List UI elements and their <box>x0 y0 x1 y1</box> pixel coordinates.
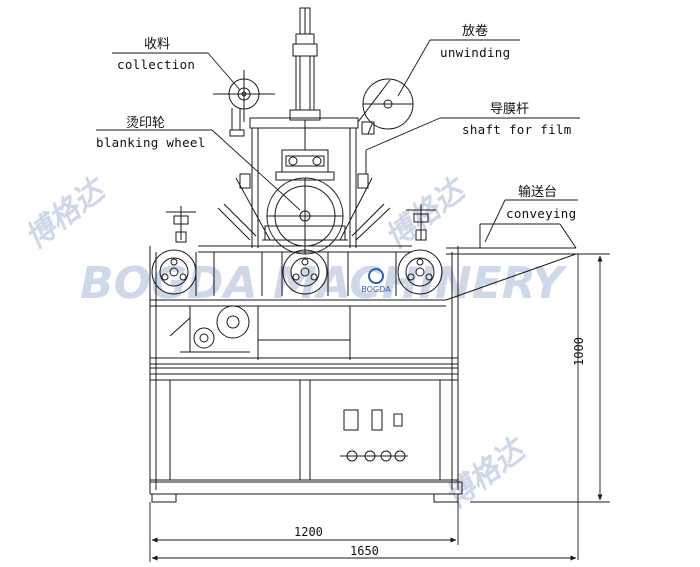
roller-right <box>397 249 443 295</box>
bogda-logo-watermark: BOGDA <box>356 268 396 298</box>
label-conveying-en: conveying <box>506 206 577 221</box>
label-shaft-en: shaft for film <box>462 122 572 137</box>
conveying-table <box>445 223 577 301</box>
upper-frame <box>249 117 359 248</box>
drive-assembly <box>169 305 351 360</box>
dimension-width-1650: 1650 <box>350 544 379 558</box>
dimension-lines <box>149 253 610 562</box>
logo-mark-icon <box>368 268 384 284</box>
roller-left <box>151 249 197 295</box>
pneumatic-cylinder <box>289 7 321 148</box>
base-cabinet <box>149 367 459 481</box>
unwinding-reel <box>357 78 414 135</box>
blanking-wheel <box>262 177 348 255</box>
label-conveying-cn: 输送台 <box>518 185 558 200</box>
film-guide-rails <box>217 150 391 241</box>
control-panel <box>340 409 408 462</box>
label-blanking-cn: 烫印轮 <box>126 116 166 131</box>
leader-lines <box>96 39 580 243</box>
adjust-posts <box>166 204 436 243</box>
label-unwinding-en: unwinding <box>440 45 511 60</box>
dimension-width-1200: 1200 <box>294 525 323 539</box>
logo-text: BOGDA <box>361 285 391 294</box>
label-blanking-en: blanking wheel <box>96 135 206 150</box>
roller-middle <box>282 249 328 295</box>
label-unwinding-cn: 放卷 <box>462 24 489 39</box>
collection-reel <box>213 70 275 137</box>
label-collection-en: collection <box>117 57 196 72</box>
label-shaft-cn: 导膜杆 <box>490 102 530 117</box>
label-collection-cn: 收料 <box>144 37 171 52</box>
dimension-height-1000: 1000 <box>572 337 586 366</box>
